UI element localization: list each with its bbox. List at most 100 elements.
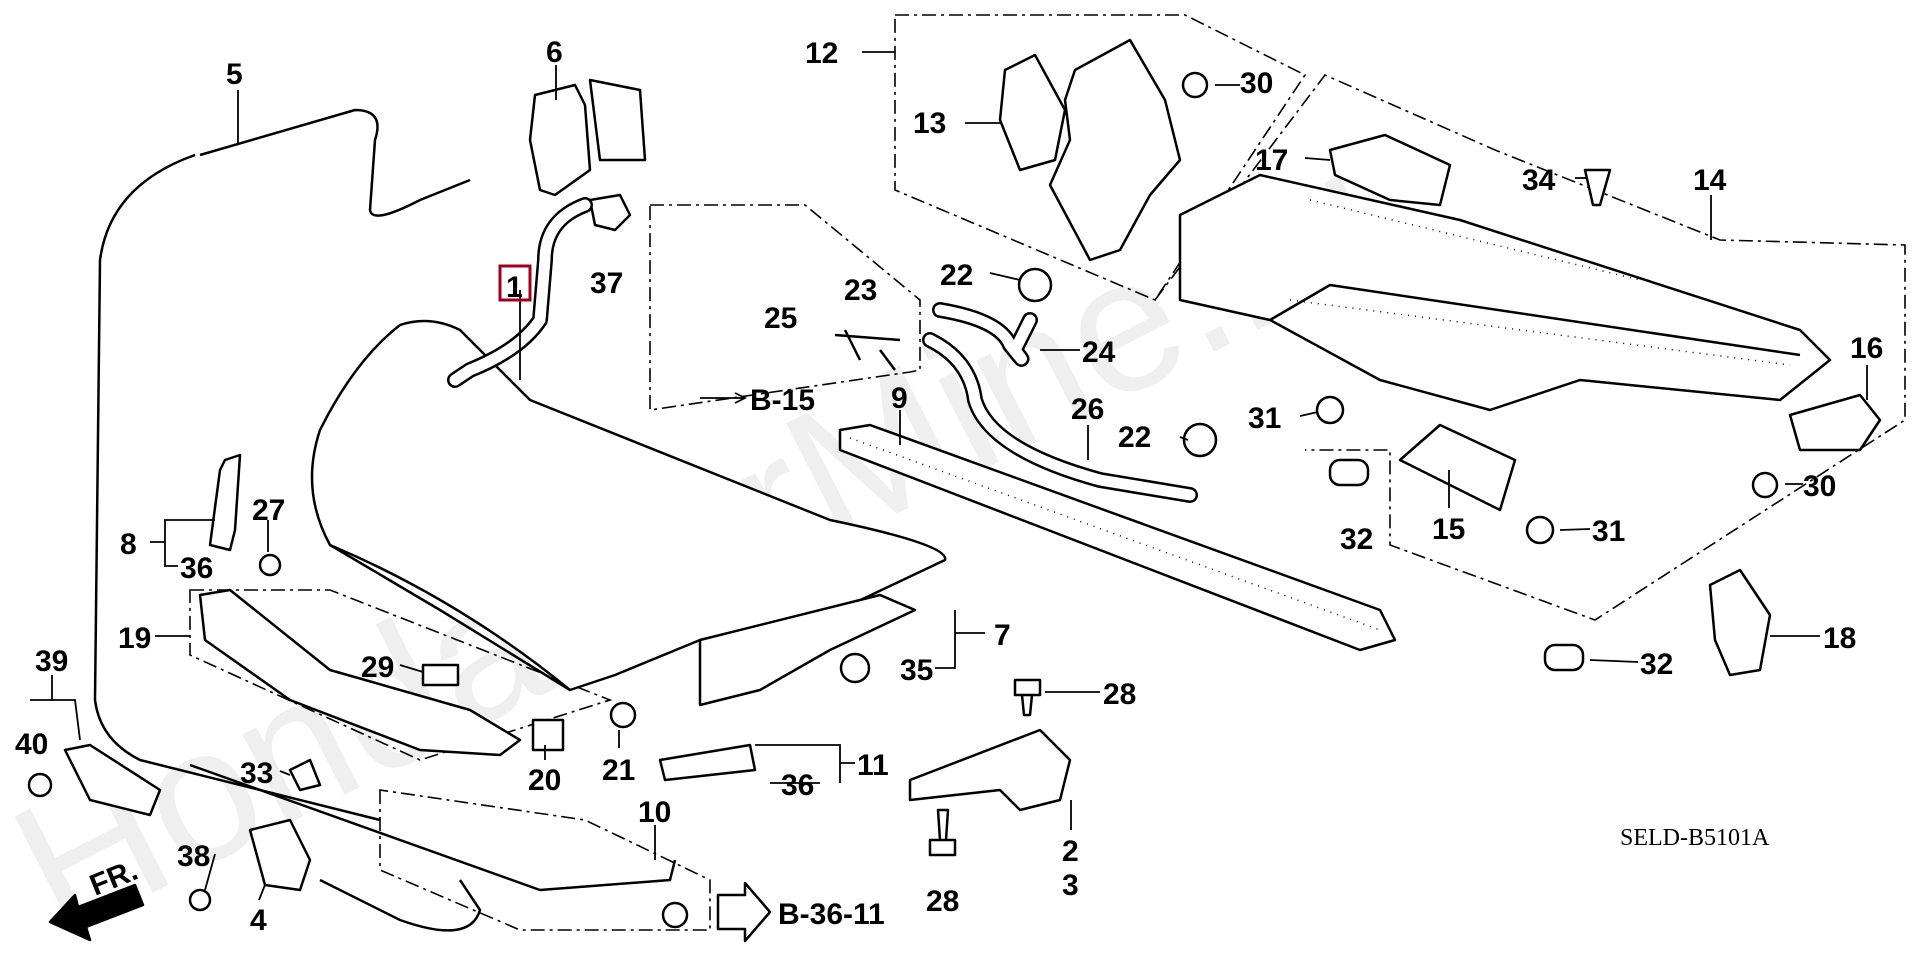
callout-14[interactable]: 14 bbox=[1693, 164, 1727, 197]
bolt-28-b bbox=[928, 808, 957, 857]
callout-23[interactable]: 23 bbox=[844, 274, 877, 307]
callout-2[interactable]: 2 bbox=[1062, 835, 1079, 868]
clip-35 bbox=[839, 652, 871, 684]
bracket-11 bbox=[658, 743, 757, 782]
group-box-12 bbox=[894, 14, 1307, 301]
bracket-18 bbox=[1708, 568, 1772, 677]
callout-13[interactable]: 13 bbox=[913, 107, 946, 140]
cowl-bracket-16 bbox=[1788, 393, 1882, 452]
grommet-32-a bbox=[1328, 458, 1370, 487]
callout-38[interactable]: 38 bbox=[177, 840, 210, 873]
hood-insulator-7 bbox=[698, 593, 917, 707]
stopper-29 bbox=[421, 663, 460, 687]
hood-hinge-6-plate bbox=[588, 78, 647, 162]
diagram-code: SELD-B5101A bbox=[1620, 825, 1770, 851]
clip-30-a bbox=[1181, 71, 1209, 99]
callout-22-mid[interactable]: 22 bbox=[1118, 421, 1151, 454]
callout-28-top[interactable]: 28 bbox=[1103, 678, 1136, 711]
callout-29[interactable]: 29 bbox=[361, 651, 394, 684]
clip-31-b bbox=[1525, 515, 1555, 545]
cowl-cover-17 bbox=[1328, 133, 1452, 207]
hood-weatherstrip-9 bbox=[838, 423, 1397, 652]
callout-39[interactable]: 39 bbox=[35, 645, 68, 678]
bumper-20 bbox=[531, 718, 565, 752]
callout-5[interactable]: 5 bbox=[226, 58, 243, 91]
callout-12[interactable]: 12 bbox=[805, 37, 838, 70]
hinge-2-3 bbox=[908, 728, 1072, 812]
bolt-37 bbox=[588, 193, 632, 232]
clip-b3611 bbox=[661, 901, 689, 929]
callout-4[interactable]: 4 bbox=[250, 904, 267, 937]
group-box-14 bbox=[1154, 74, 1906, 621]
reference-b15[interactable]: B-15 bbox=[750, 384, 815, 417]
callout-17[interactable]: 17 bbox=[1255, 144, 1288, 177]
cowl-side-13 bbox=[998, 53, 1067, 172]
callout-10[interactable]: 10 bbox=[638, 796, 671, 829]
washer-nozzle-22-b bbox=[1182, 422, 1218, 458]
bracket-39 bbox=[63, 743, 162, 817]
hood-seal-19 bbox=[198, 588, 522, 757]
bolt-38 bbox=[188, 888, 212, 912]
plug-27 bbox=[258, 553, 282, 577]
hood-hinge-6 bbox=[528, 83, 592, 197]
callout-21[interactable]: 21 bbox=[602, 754, 635, 787]
hood-release-cable-5 bbox=[199, 108, 471, 217]
callout-7[interactable]: 7 bbox=[994, 619, 1011, 652]
callout-30-right[interactable]: 30 bbox=[1803, 470, 1836, 503]
callout-18[interactable]: 18 bbox=[1823, 622, 1856, 655]
callout-24[interactable]: 24 bbox=[1082, 336, 1116, 369]
clip-34 bbox=[1583, 168, 1612, 207]
arrow-b3611-icon bbox=[716, 881, 772, 943]
callout-6[interactable]: 6 bbox=[546, 36, 563, 69]
bolt-28-a bbox=[1013, 678, 1042, 717]
callout-20[interactable]: 20 bbox=[528, 764, 561, 797]
callout-27[interactable]: 27 bbox=[252, 494, 285, 527]
callout-26[interactable]: 26 bbox=[1071, 393, 1104, 426]
callout-19[interactable]: 19 bbox=[118, 622, 151, 655]
callout-36-mid[interactable]: 36 bbox=[781, 769, 814, 802]
callout-36-left[interactable]: 36 bbox=[180, 552, 213, 585]
hood-1-edge bbox=[329, 543, 571, 692]
callout-31-top[interactable]: 31 bbox=[1248, 402, 1281, 435]
group-box-19 bbox=[189, 589, 613, 761]
callout-16[interactable]: 16 bbox=[1850, 332, 1883, 365]
clip-33 bbox=[288, 758, 322, 792]
callout-8[interactable]: 8 bbox=[120, 528, 137, 561]
group-box-25 bbox=[649, 204, 921, 411]
callout-30-top[interactable]: 30 bbox=[1240, 67, 1273, 100]
hood-bracket-8 bbox=[208, 453, 242, 552]
clip-30-b bbox=[1751, 471, 1779, 499]
callout-1-highlight-box bbox=[498, 264, 532, 302]
callout-9[interactable]: 9 bbox=[891, 382, 908, 415]
callout-11[interactable]: 11 bbox=[857, 749, 889, 782]
callout-15[interactable]: 15 bbox=[1432, 513, 1465, 546]
callout-33[interactable]: 33 bbox=[240, 757, 273, 790]
callout-35[interactable]: 35 bbox=[900, 654, 933, 687]
callout-40[interactable]: 40 bbox=[15, 728, 48, 761]
callout-31-lower[interactable]: 31 bbox=[1592, 515, 1625, 548]
cable-routing-line bbox=[93, 153, 381, 822]
callout-22-top[interactable]: 22 bbox=[940, 259, 973, 292]
joint-23 bbox=[834, 329, 901, 371]
callout-37[interactable]: 37 bbox=[590, 267, 623, 300]
grommet-32-b bbox=[1543, 643, 1585, 672]
callout-1[interactable]: 1 bbox=[506, 271, 523, 304]
washer-nozzle-22-a bbox=[1017, 267, 1053, 303]
callout-3[interactable]: 3 bbox=[1062, 869, 1079, 902]
support-rod-10 bbox=[189, 763, 677, 892]
clip-40 bbox=[27, 772, 53, 798]
front-arrow-icon bbox=[48, 883, 145, 942]
callout-34[interactable]: 34 bbox=[1522, 164, 1556, 197]
callout-32-mid[interactable]: 32 bbox=[1340, 523, 1373, 556]
clip-21 bbox=[609, 701, 637, 729]
callout-32-bottom[interactable]: 32 bbox=[1640, 648, 1673, 681]
reference-b3611[interactable]: B-36-11 bbox=[778, 898, 885, 931]
callout-28-bottom[interactable]: 28 bbox=[926, 885, 959, 918]
callout-25[interactable]: 25 bbox=[764, 302, 797, 335]
hood-latch-4 bbox=[248, 818, 312, 892]
clip-31-a bbox=[1315, 395, 1345, 425]
cowl-bracket-12 bbox=[1048, 38, 1182, 262]
latch-cable bbox=[319, 878, 482, 932]
